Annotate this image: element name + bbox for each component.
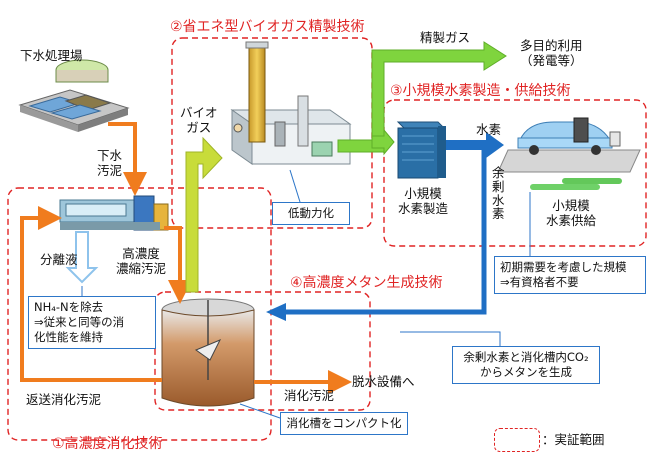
h2-supply-illustration (497, 117, 641, 190)
area-4-boundary (154, 291, 371, 411)
label-sewage-sludge-line2: 汚泥 (97, 163, 123, 178)
label-h2-production: 小規模 水素製造 (398, 186, 448, 216)
sewage-plant-illustration (18, 59, 130, 132)
thickener-machine-illustration (59, 195, 169, 231)
title-high-conc-digestion: ①高濃度消化技術 (52, 436, 163, 452)
low-power-callout-line (289, 169, 301, 203)
label-h2-supply-line2: 水素供給 (546, 213, 597, 228)
label-digested-sludge: 消化汚泥 (284, 388, 335, 403)
label-dewatering: 脱水設備へ (352, 374, 415, 389)
legend-dashed-swatch (494, 428, 540, 452)
note-surplus-co2-line2: からメタンを生成 (480, 364, 572, 379)
label-high-conc-sludge-line1: 高濃度 (122, 246, 160, 261)
note-surplus-co2-line1: 余剰水素と消化槽内CO₂ (463, 350, 589, 364)
label-h2-production-line1: 小規模 (404, 186, 442, 201)
legend-label: ：実証範囲 (542, 432, 605, 447)
label-refined-gas: 精製ガス (420, 30, 471, 45)
title-biogas-refining: ②省エネ型バイオガス精製技術 (170, 19, 365, 35)
label-sewage-sludge: 下水 汚泥 (97, 148, 122, 178)
label-surplus-hydrogen-4: 素 (492, 206, 505, 222)
note-surplus-co2: 余剰水素と消化槽内CO₂ からメタンを生成 (452, 346, 600, 384)
note-nh4-line1: NH₄-Nを除去 (34, 300, 104, 314)
thickened-sludge-arrow (164, 226, 192, 304)
biogas-refining-illustration (230, 41, 352, 165)
biogas-arrow (185, 136, 223, 293)
note-compact: 消化槽をコンパクト化 (280, 412, 408, 435)
surplus-co2-callout-line (400, 331, 501, 346)
note-nh4-line2: ⇒従来と同等の消 (34, 314, 125, 329)
label-separated-liquid: 分離液 (40, 252, 78, 267)
h2-production-illustration (396, 121, 446, 179)
label-h2-supply-line1: 小規模 (552, 198, 590, 213)
label-return-sludge: 返送消化汚泥 (26, 392, 102, 407)
label-h2-supply: 小規模 水素供給 (546, 198, 596, 228)
compact-callout-line (239, 403, 281, 419)
note-nh4-line3: 化性能を維持 (34, 329, 103, 344)
note-initial-demand-line1: 初期需要を考慮した規模 (500, 260, 627, 274)
hydrogen-arrow (446, 132, 504, 158)
sewage-sludge-arrow (108, 122, 147, 196)
area-3-boundary (383, 99, 647, 247)
label-biogas-line1: バイオ (180, 105, 218, 120)
label-sewage-sludge-line1: 下水 (97, 148, 123, 163)
title-h2-production: ③小規模水素製造・供給技術 (390, 83, 571, 99)
label-surplus-hydrogen-2: 剰 (492, 178, 505, 194)
label-biogas: バイオ ガス (180, 105, 218, 135)
label-surplus-hydrogen-1: 余 (492, 165, 505, 180)
label-multi-use: 多目的利用 （発電等） (520, 38, 583, 68)
digestion-tank-illustration (161, 298, 255, 407)
return-sludge-arrow (20, 206, 162, 382)
surplus-hydrogen-arrow (282, 150, 487, 315)
label-surplus-hydrogen-3: 水 (492, 192, 505, 208)
note-low-power: 低動力化 (272, 202, 350, 225)
note-initial-demand-line2: ⇒有資格者不要 (500, 274, 579, 289)
separated-liquid-arrow (65, 231, 99, 284)
label-hydrogen: 水素 (476, 122, 502, 137)
refined-gas-arrow (337, 41, 507, 153)
label-surplus-hydrogen: 余 剰 水 素 (492, 166, 505, 221)
note-nh4-removal: NH₄-Nを除去 ⇒従来と同等の消 化性能を維持 (28, 296, 156, 349)
label-h2-production-line2: 水素製造 (398, 201, 449, 216)
title-methane-generation: ④高濃度メタン生成技術 (290, 275, 443, 291)
label-biogas-line2: ガス (186, 120, 212, 135)
label-high-conc-sludge: 高濃度 濃縮汚泥 (116, 246, 166, 276)
surplus-hydrogen-arrowhead (266, 303, 286, 321)
label-multi-use-line2: （発電等） (520, 53, 583, 68)
label-multi-use-line1: 多目的利用 (520, 38, 583, 53)
note-initial-demand: 初期需要を考慮した規模 ⇒有資格者不要 (494, 256, 646, 294)
label-high-conc-sludge-line2: 濃縮汚泥 (116, 261, 167, 276)
refined-gas-to-h2-arrow (371, 128, 395, 156)
label-sewage-plant: 下水処理場 (20, 48, 83, 63)
